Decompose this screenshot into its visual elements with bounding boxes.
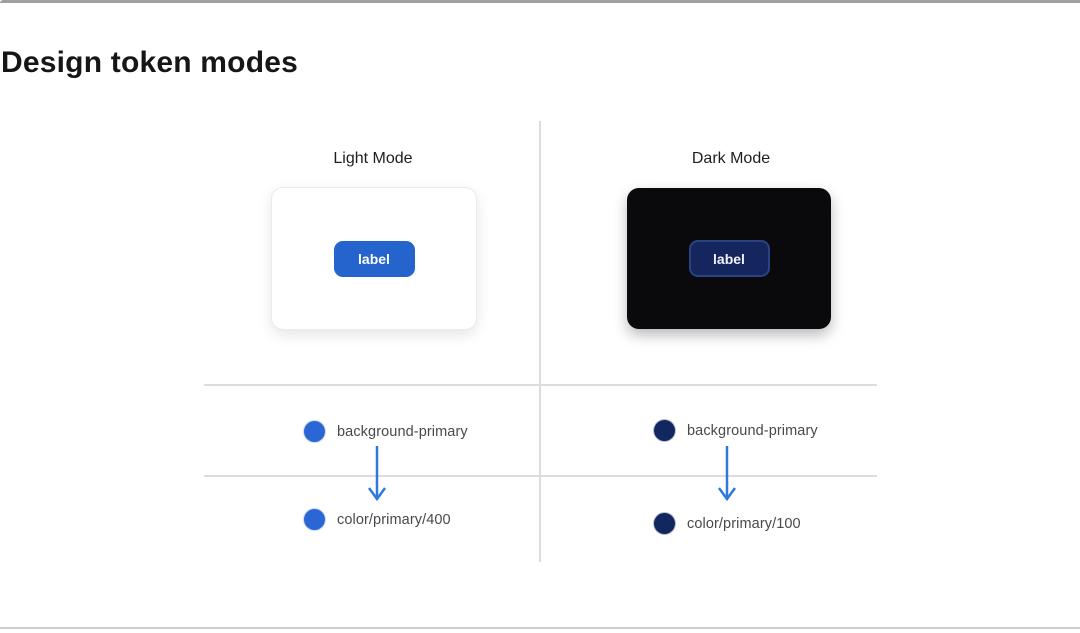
token-name: background-primary xyxy=(687,422,818,439)
window-top-edge xyxy=(0,0,1080,3)
token-row-dark-background-primary: background-primary xyxy=(654,420,818,441)
token-name: color/primary/100 xyxy=(687,515,801,532)
window-bottom-edge xyxy=(0,627,1080,629)
light-mode-heading: Light Mode xyxy=(333,150,413,167)
light-color-swatch-icon xyxy=(304,421,325,442)
arrow-down-icon xyxy=(717,446,737,502)
token-row-dark-color-primary-100: color/primary/100 xyxy=(654,513,801,534)
token-row-light-background-primary: background-primary xyxy=(304,421,468,442)
token-name: background-primary xyxy=(337,423,468,440)
vertical-divider xyxy=(539,121,541,562)
arrow-down-icon xyxy=(367,446,387,502)
dark-mode-heading: Dark Mode xyxy=(691,150,771,167)
token-name: color/primary/400 xyxy=(337,511,451,528)
page-title: Design token modes xyxy=(1,46,298,79)
horizontal-divider-bottom xyxy=(204,475,877,477)
label-button-light[interactable]: label xyxy=(333,240,415,277)
dark-color-swatch-icon xyxy=(654,420,675,441)
token-row-light-color-primary-400: color/primary/400 xyxy=(304,509,451,530)
dark-mode-card: label xyxy=(627,188,831,329)
light-mode-card: label xyxy=(271,187,477,330)
light-color-swatch-icon xyxy=(304,509,325,530)
label-button-dark[interactable]: label xyxy=(688,240,770,277)
horizontal-divider-top xyxy=(204,384,877,386)
dark-color-swatch-icon xyxy=(654,513,675,534)
